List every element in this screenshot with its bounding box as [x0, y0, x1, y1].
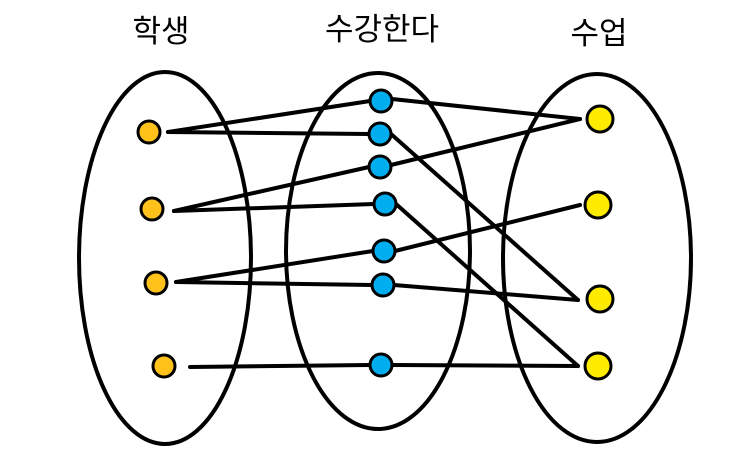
student-node [136, 119, 162, 145]
connection-line [172, 202, 376, 213]
enroll-node [367, 121, 393, 147]
set-ellipse-courses [501, 72, 693, 444]
enroll-node [370, 272, 396, 298]
course-node [583, 190, 613, 220]
connection-line [394, 202, 580, 368]
course-node [583, 351, 613, 381]
enroll-node [372, 191, 398, 217]
connection-line [389, 132, 580, 302]
student-node [151, 353, 177, 379]
enroll-nodes [367, 88, 398, 378]
course-node [585, 284, 615, 314]
connection-line [188, 363, 372, 369]
enroll-node [368, 88, 394, 114]
enroll-node [367, 154, 393, 180]
connection-line [392, 283, 580, 302]
course-nodes [583, 104, 615, 381]
connection-line [390, 97, 582, 121]
connection-line [174, 249, 375, 284]
set-title-courses: 수업 [570, 16, 627, 52]
student-nodes [136, 119, 177, 379]
connection-line [174, 280, 374, 287]
connection-line [393, 203, 582, 253]
connection-line [166, 99, 372, 134]
student-node [143, 270, 169, 296]
course-node [585, 104, 615, 134]
set-title-enrolls: 수강한다 [325, 12, 439, 48]
enroll-node [368, 352, 394, 378]
set-title-students: 학생 [132, 14, 189, 50]
connection-line [390, 363, 580, 368]
connection-line [389, 117, 582, 167]
connection-line [166, 130, 371, 136]
enroll-node [371, 238, 397, 264]
connection-lines [166, 97, 582, 369]
set-ellipse-enrolls [284, 71, 472, 431]
set-ellipse-students [77, 70, 253, 446]
student-node [139, 196, 165, 222]
connection-line [172, 165, 371, 213]
